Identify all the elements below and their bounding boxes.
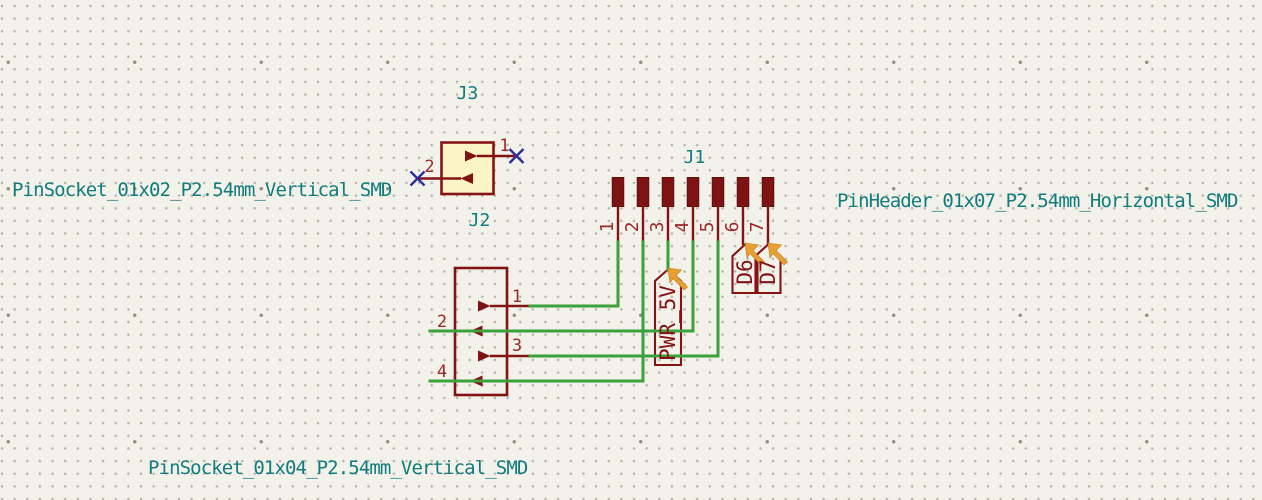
reference-j2[interactable]: J2 <box>468 210 491 231</box>
erc-arrow-pwr5v[interactable] <box>667 267 688 291</box>
j1-pads <box>611 177 775 207</box>
j2-pin-number-1: 1 <box>511 287 523 307</box>
symbol-j3[interactable] <box>417 141 517 196</box>
footprint-text-j3[interactable]: PinSocket_01x02_P2.54mm_Vertical_SMD <box>12 179 392 201</box>
global-label-d7-text[interactable]: D7 <box>756 258 780 285</box>
footprint-text-j1[interactable]: PinHeader_01x07_P2.54mm_Horizontal_SMD <box>837 190 1238 212</box>
j1-pin-number-4: 4 <box>671 221 693 233</box>
wire-j2p2-j1p4[interactable] <box>428 240 695 333</box>
wire-j2p3-j1p5[interactable] <box>528 240 720 358</box>
wire-j2p1-j1p1[interactable] <box>528 240 620 308</box>
j1-pin-number-5: 5 <box>696 221 718 233</box>
j2-pin-number-4: 4 <box>436 362 448 382</box>
global-label-pwr5v-text[interactable]: PWR_5V <box>655 284 680 361</box>
j3-pin-number-1: 1 <box>499 135 510 156</box>
j2-pin-number-3: 3 <box>511 336 523 356</box>
j1-pin-number-2: 2 <box>621 221 643 233</box>
j2-pin-arrows <box>470 300 491 387</box>
j1-pin-number-3: 3 <box>646 221 668 233</box>
global-label-d6-text[interactable]: D6 <box>732 258 757 285</box>
j1-pin-number-6: 6 <box>721 221 743 233</box>
no-connect-x-pin1[interactable] <box>508 148 525 164</box>
erc-arrow-d6[interactable] <box>744 242 765 266</box>
wire-j2p4-j1p2[interactable] <box>428 240 645 383</box>
no-connect-markers <box>409 148 525 187</box>
j1-pin-number-7: 7 <box>746 221 768 233</box>
j1-pin-lines <box>616 206 770 245</box>
j3-pin-number-2: 2 <box>424 157 435 177</box>
erc-markers <box>667 242 788 291</box>
erc-arrow-d7[interactable] <box>767 242 788 266</box>
reference-j1[interactable]: J1 <box>683 147 706 168</box>
wires <box>428 240 720 383</box>
j3-pin-arrows <box>460 150 478 184</box>
footprint-text-j2[interactable]: PinSocket_01x04_P2.54mm_Vertical_SMD <box>148 457 528 479</box>
j3-body <box>440 141 495 196</box>
j1-pin-number-1: 1 <box>596 221 618 233</box>
symbol-j1[interactable] <box>611 177 775 246</box>
reference-j3[interactable]: J3 <box>456 83 479 104</box>
j2-pin-number-2: 2 <box>436 312 448 332</box>
j3-pin-lines <box>417 154 517 180</box>
no-connect-x-pin2[interactable] <box>409 170 426 187</box>
